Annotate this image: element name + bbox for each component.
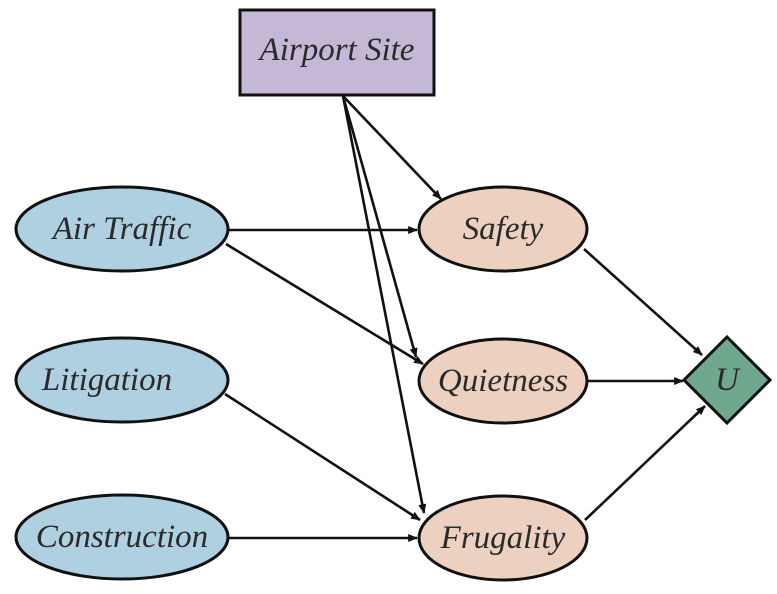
node-label-frugality: Frugality xyxy=(440,520,566,556)
node-frugality[interactable]: Frugality xyxy=(417,494,589,582)
node-quietness[interactable]: Quietness xyxy=(417,337,589,425)
node-utility[interactable]: U xyxy=(681,334,773,426)
node-label-safety: Safety xyxy=(463,211,544,247)
edge-airport-site-to-frugality xyxy=(341,95,427,514)
chance-ellipse xyxy=(417,494,589,582)
decision-box xyxy=(238,8,436,97)
node-air-traffic[interactable]: Air Traffic xyxy=(14,185,230,273)
node-airport-site[interactable]: Airport Site xyxy=(238,8,436,97)
node-label-litigation: Litigation xyxy=(41,362,172,398)
chance-ellipse xyxy=(417,337,589,425)
node-label-air-traffic: Air Traffic xyxy=(51,211,192,247)
utility-diamond xyxy=(681,334,773,426)
edge-frugality-to-utility xyxy=(584,405,706,521)
node-label-utility: U xyxy=(715,362,741,398)
chance-ellipse xyxy=(14,185,230,273)
edge-airport-site-to-quietness xyxy=(341,95,418,358)
node-label-quietness: Quietness xyxy=(438,363,568,399)
chance-ellipse xyxy=(14,336,230,424)
edges xyxy=(224,95,706,542)
node-litigation[interactable]: Litigation xyxy=(14,336,230,424)
node-label-construction: Construction xyxy=(36,519,208,555)
chance-ellipse xyxy=(14,493,230,581)
node-construction[interactable]: Construction xyxy=(14,493,230,581)
chance-ellipse xyxy=(417,185,589,273)
edge-air-traffic-to-quietness xyxy=(225,242,424,366)
node-label-airport-site: Airport Site xyxy=(258,32,415,68)
node-safety[interactable]: Safety xyxy=(417,185,589,273)
edge-safety-to-utility xyxy=(583,248,703,356)
edge-litigation-to-frugality xyxy=(224,392,421,522)
edge-airport-site-to-safety xyxy=(342,95,442,200)
